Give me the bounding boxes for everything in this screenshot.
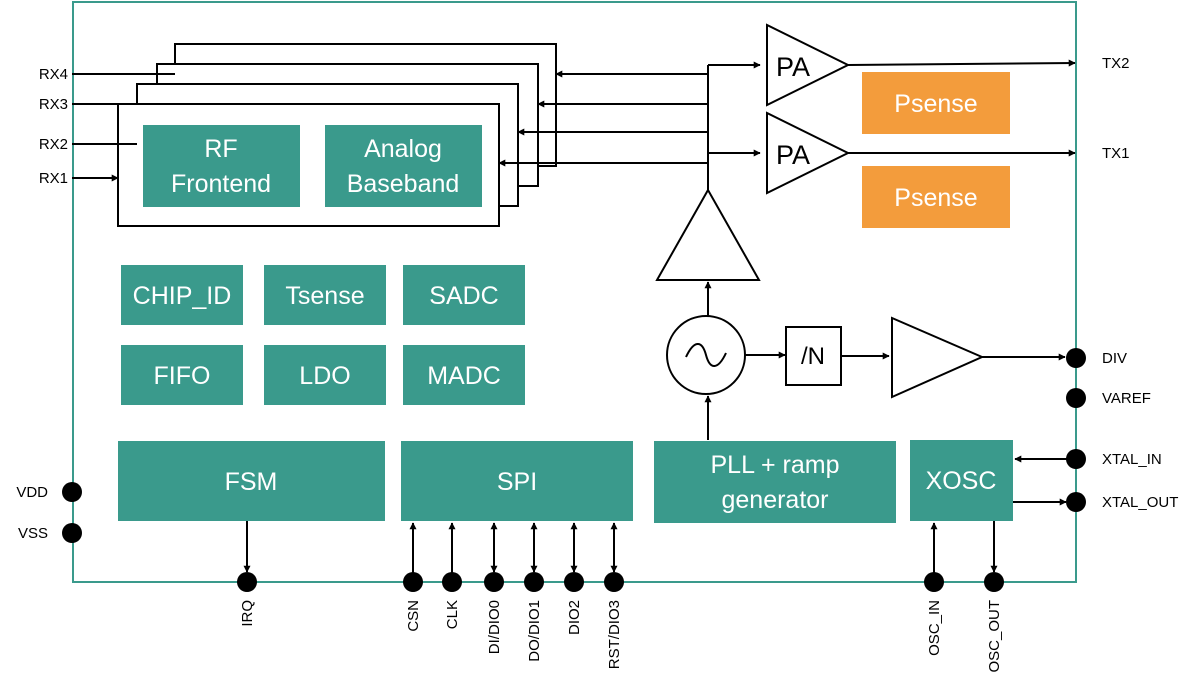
di-dio0-pin [484, 572, 504, 592]
rx1-label: RX1 [39, 170, 68, 187]
chip-id-label: CHIP_ID [133, 282, 232, 310]
xtal-out-label: XTAL_OUT [1102, 494, 1178, 511]
irq-label: IRQ [239, 600, 256, 627]
vdd-pin [62, 482, 82, 502]
pa-top-amplifier [766, 23, 851, 107]
clk-pin [442, 572, 462, 592]
divider-label: /N [801, 343, 825, 370]
xtal-in-pin [1066, 449, 1086, 469]
osc-in-pin [924, 572, 944, 592]
pll-block [654, 441, 896, 523]
div-output-buffer [891, 316, 985, 399]
dio2-pin [564, 572, 584, 592]
csn-pin [403, 572, 423, 592]
tsense-block [264, 265, 386, 325]
rx4-label: RX4 [39, 66, 68, 83]
lo-buffer-triangle [655, 187, 761, 281]
div-label: DIV [1102, 350, 1127, 367]
fsm-label: FSM [225, 468, 278, 496]
psense-top-block [862, 72, 1010, 134]
ldo-block [264, 345, 386, 405]
di-dio0-label: DI/DIO0 [486, 600, 503, 654]
clk-label: CLK [444, 600, 461, 629]
osc-out-label: OSC_OUT [986, 600, 1003, 673]
vss-label: VSS [18, 525, 48, 542]
sadc-label: SADC [429, 282, 498, 310]
vss-pin [62, 523, 82, 543]
xtal-in-label: XTAL_IN [1102, 451, 1162, 468]
tsense-label: Tsense [285, 282, 364, 310]
pa-bottom-amplifier [766, 111, 851, 195]
analog-baseband-label-2: Baseband [347, 170, 460, 198]
rf-frontend-block [143, 125, 300, 207]
pa-bottom-label: PA [776, 140, 810, 170]
varef-label: VAREF [1102, 390, 1151, 407]
fifo-label: FIFO [154, 362, 211, 390]
rx2-label: RX2 [39, 136, 68, 153]
madc-label: MADC [427, 362, 501, 390]
psense-top-label: Psense [894, 90, 977, 118]
osc-in-label: OSC_IN [926, 600, 943, 656]
div-pin [1066, 348, 1086, 368]
pll-label-2: generator [721, 486, 828, 514]
sadc-block [403, 265, 525, 325]
analog-baseband-label-1: Analog [364, 135, 442, 163]
osc-out-pin [984, 572, 1004, 592]
pa-top-label: PA [776, 52, 810, 82]
tx2-label: TX2 [1102, 55, 1130, 72]
fsm-block [118, 441, 385, 521]
rf-frontend-label-1: RF [204, 135, 237, 163]
xosc-label: XOSC [926, 467, 997, 495]
rst-dio3-label: RST/DIO3 [606, 600, 623, 669]
tx1-label: TX1 [1102, 145, 1130, 162]
psense-bottom-block [862, 166, 1010, 228]
pll-label-1: PLL + ramp [710, 451, 839, 479]
xtal-out-pin [1066, 492, 1086, 512]
sine-icon [685, 343, 727, 367]
rst-dio3-pin [604, 572, 624, 592]
irq-pin [237, 572, 257, 592]
spi-label: SPI [497, 468, 537, 496]
ldo-label: LDO [299, 362, 350, 390]
fifo-block [121, 345, 243, 405]
analog-baseband-block [325, 125, 482, 207]
rx3-label: RX3 [39, 96, 68, 113]
varef-pin [1066, 388, 1086, 408]
chip-id-block [121, 265, 243, 325]
do-dio1-pin [524, 572, 544, 592]
madc-block [403, 345, 525, 405]
psense-bottom-label: Psense [894, 184, 977, 212]
rf-frontend-label-2: Frontend [171, 170, 271, 198]
xosc-block [910, 440, 1013, 521]
spi-block [401, 441, 633, 521]
vdd-label: VDD [16, 484, 48, 501]
do-dio1-label: DO/DIO1 [526, 600, 543, 662]
dio2-label: DIO2 [566, 600, 583, 635]
csn-label: CSN [405, 600, 422, 632]
